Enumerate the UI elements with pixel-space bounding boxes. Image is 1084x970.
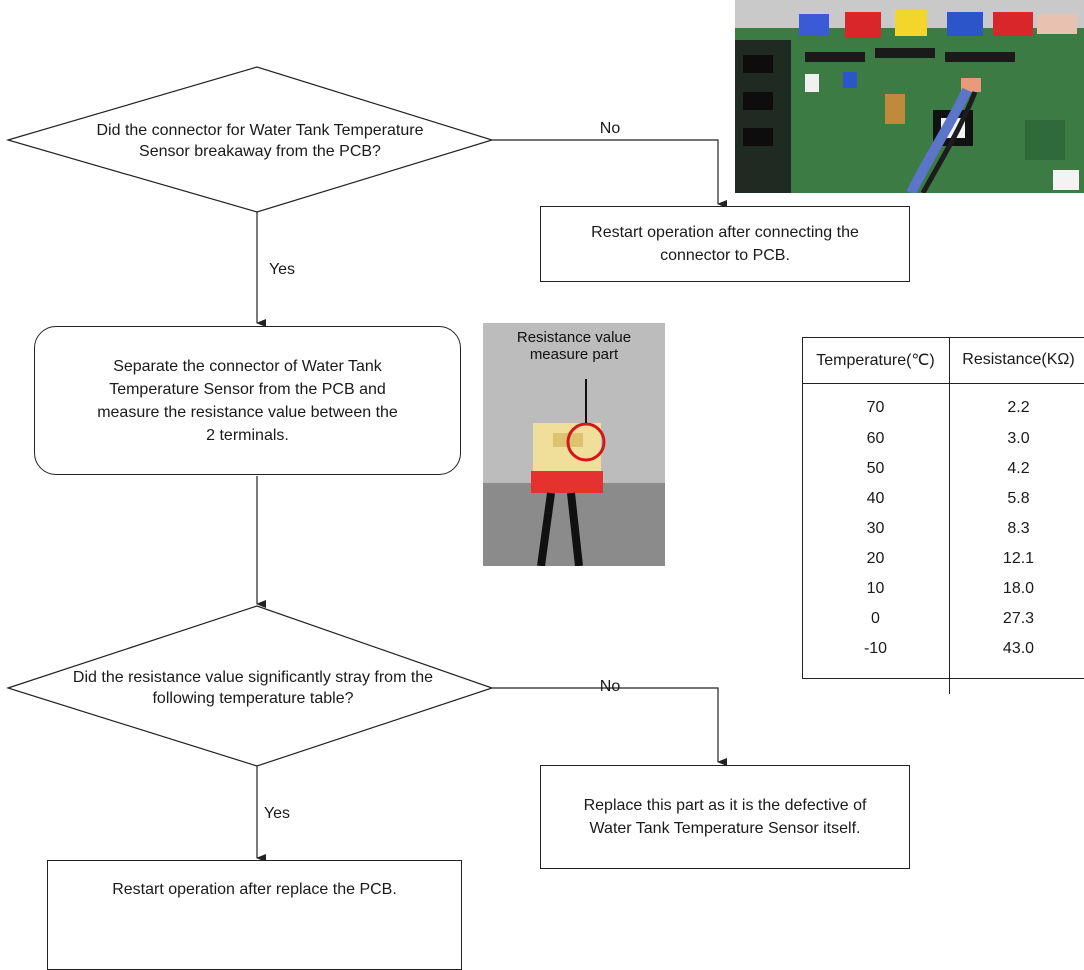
box-replace-pcb-text: Restart operation after replace the PCB. <box>112 878 397 901</box>
box-restart-connect-text: Restart operation after connecting the c… <box>561 221 889 267</box>
box-separate-connector: Separate the connector of Water Tank Tem… <box>34 326 461 475</box>
connector-photo-caption: Resistance value measure part <box>489 329 659 363</box>
table-header-row: Temperature(℃) Resistance(KΩ) <box>802 337 1084 384</box>
q2-yes-label: Yes <box>257 803 297 824</box>
header-temperature: Temperature(℃) <box>802 337 950 384</box>
decision-1-text: Did the connector for Water Tank Tempera… <box>90 120 430 162</box>
arrow-q1-no <box>492 140 718 204</box>
box-replace-part-text: Replace this part as it is the defective… <box>563 794 887 840</box>
connector-photo: Resistance value measure part <box>483 323 665 566</box>
box-replace-part: Replace this part as it is the defective… <box>540 765 910 869</box>
pcb-photo-illustration <box>735 0 1084 193</box>
box-restart-connect: Restart operation after connecting the c… <box>540 206 910 282</box>
q1-yes-label: Yes <box>262 259 302 280</box>
table-spacer-row <box>802 664 1084 694</box>
box-separate-connector-text: Separate the connector of Water Tank Tem… <box>93 355 402 447</box>
q1-no-label: No <box>590 118 630 139</box>
pcb-photo <box>735 0 1084 193</box>
arrow-q2-no <box>492 688 718 762</box>
box-replace-pcb: Restart operation after replace the PCB. <box>47 860 462 970</box>
header-resistance: Resistance(KΩ) <box>950 337 1084 384</box>
q2-no-label: No <box>590 676 630 697</box>
decision-2-text: Did the resistance value significantly s… <box>68 667 438 709</box>
